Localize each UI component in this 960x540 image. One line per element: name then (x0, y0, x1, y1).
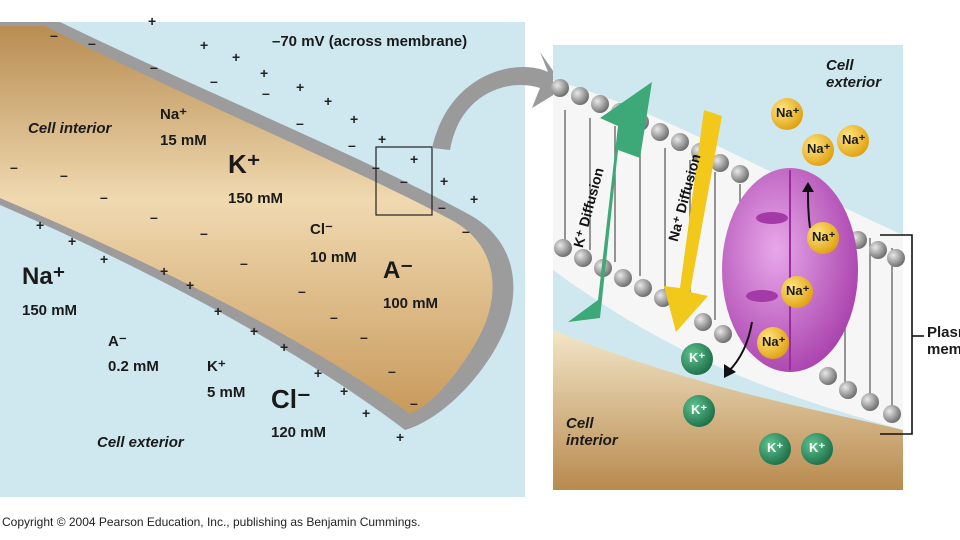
k-ion-label-3: K⁺ (767, 440, 784, 455)
svg-text:+: + (350, 111, 358, 127)
svg-text:–: – (200, 225, 208, 241)
svg-text:–: – (410, 395, 418, 411)
svg-text:–: – (296, 115, 304, 131)
svg-text:+: + (186, 277, 194, 293)
pump-gate-upper (756, 212, 788, 224)
interior-charges: ––– ––– ––– –– ––– ––– ––– –– (10, 27, 470, 411)
svg-text:+: + (410, 151, 418, 167)
svg-text:+: + (362, 405, 370, 421)
svg-text:+: + (296, 79, 304, 95)
svg-text:–: – (360, 329, 368, 345)
svg-text:–: – (60, 167, 68, 183)
svg-text:+: + (440, 173, 448, 189)
cell-interior-label-left: Cell interior (28, 120, 112, 137)
svg-text:+: + (324, 93, 332, 109)
svg-text:+: + (396, 429, 404, 445)
svg-text:+: + (280, 339, 288, 355)
pump-arrowhead-in (724, 364, 736, 378)
na-interior-conc: 15 mM (160, 132, 207, 149)
k-interior-ion: K⁺ (228, 149, 261, 179)
a-interior-conc: 100 mM (383, 295, 439, 312)
cell-exterior-label-left: Cell exterior (97, 434, 184, 451)
svg-text:–: – (462, 223, 470, 239)
svg-text:–: – (210, 73, 218, 89)
cell-exterior-label-right: Cell exterior (826, 57, 882, 91)
k-ion-label-2: K⁺ (691, 402, 708, 417)
a-interior-ion: A⁻ (383, 257, 413, 284)
svg-text:+: + (68, 233, 76, 249)
axon-cytoplasm (0, 26, 493, 414)
cell-interior-label-right: Cell interior (566, 415, 618, 449)
na-ion-label-2: Na⁺ (807, 141, 831, 156)
na-interior-ion: Na⁺ (160, 106, 188, 123)
svg-text:+: + (340, 383, 348, 399)
a-exterior-conc: 0.2 mM (108, 358, 159, 375)
svg-text:–: – (330, 309, 338, 325)
cl-exterior-ion: Cl⁻ (271, 384, 311, 414)
svg-text:–: – (150, 59, 158, 75)
right-panel (551, 45, 924, 490)
k-diffusion-arrow (568, 82, 652, 322)
svg-text:–: – (298, 283, 306, 299)
na-ion-label-4: Na⁺ (812, 229, 836, 244)
cl-exterior-conc: 120 mM (271, 424, 327, 441)
na-ion-label-5: Na⁺ (786, 283, 810, 298)
svg-text:+: + (250, 323, 258, 339)
a-exterior-ion: A⁻ (108, 333, 127, 350)
na-ion-label-6: Na⁺ (762, 334, 786, 349)
svg-text:+: + (378, 131, 386, 147)
zoom-arrow (432, 52, 565, 150)
svg-text:+: + (214, 303, 222, 319)
k-exterior-conc: 5 mM (207, 384, 246, 401)
svg-text:+: + (36, 217, 44, 233)
svg-text:–: – (100, 189, 108, 205)
k-ion-label-4: K⁺ (809, 440, 826, 455)
membrane-bracket (880, 234, 913, 435)
copyright-notice: Copyright © 2004 Pearson Education, Inc.… (2, 515, 421, 529)
svg-text:+: + (100, 251, 108, 267)
membrane-potential-label: –70 mV (across membrane) (272, 33, 468, 50)
na-ions (757, 98, 869, 359)
svg-text:+: + (260, 65, 268, 81)
na-ion-label-1: Na⁺ (776, 105, 800, 120)
svg-text:–: – (388, 363, 396, 379)
svg-text:–: – (88, 35, 96, 51)
pump-arrowhead-out (802, 182, 814, 192)
k-ions (681, 343, 833, 465)
svg-text:+: + (314, 365, 322, 381)
svg-text:–: – (438, 199, 446, 215)
svg-text:+: + (232, 49, 240, 65)
cl-interior-conc: 10 mM (310, 249, 357, 266)
pump-arrow-out (807, 189, 811, 229)
svg-text:+: + (160, 263, 168, 279)
exterior-charges: + + + + + + + + + + + + + + + + + + + + + + + (36, 13, 478, 445)
plasma-membrane-label: Plasma membrane (927, 325, 960, 358)
zoom-box (375, 146, 433, 216)
na-exterior-ion: Na⁺ (22, 263, 66, 290)
svg-text:–: – (262, 85, 270, 101)
svg-text:–: – (10, 159, 18, 175)
svg-text:–: – (348, 137, 356, 153)
svg-text:–: – (150, 209, 158, 225)
svg-text:–: – (50, 27, 58, 43)
svg-text:–: – (400, 173, 408, 189)
svg-text:–: – (372, 159, 380, 175)
svg-text:+: + (148, 13, 156, 29)
k-interior-conc: 150 mM (228, 190, 284, 207)
svg-text:+: + (470, 191, 478, 207)
na-diffusion-arrow (664, 110, 722, 332)
cl-interior-ion: Cl⁻ (310, 221, 333, 238)
pump-gate-lower (746, 290, 778, 302)
left-panel: ––– ––– ––– –– ––– ––– ––– –– +++ +++ ++… (0, 13, 525, 497)
na-ion-label-3: Na⁺ (842, 132, 866, 147)
svg-text:–: – (240, 255, 248, 271)
k-exterior-ion: K⁺ (207, 358, 226, 375)
na-exterior-conc: 150 mM (22, 302, 78, 319)
k-ion-label-1: K⁺ (689, 350, 706, 365)
svg-text:+: + (200, 37, 208, 53)
